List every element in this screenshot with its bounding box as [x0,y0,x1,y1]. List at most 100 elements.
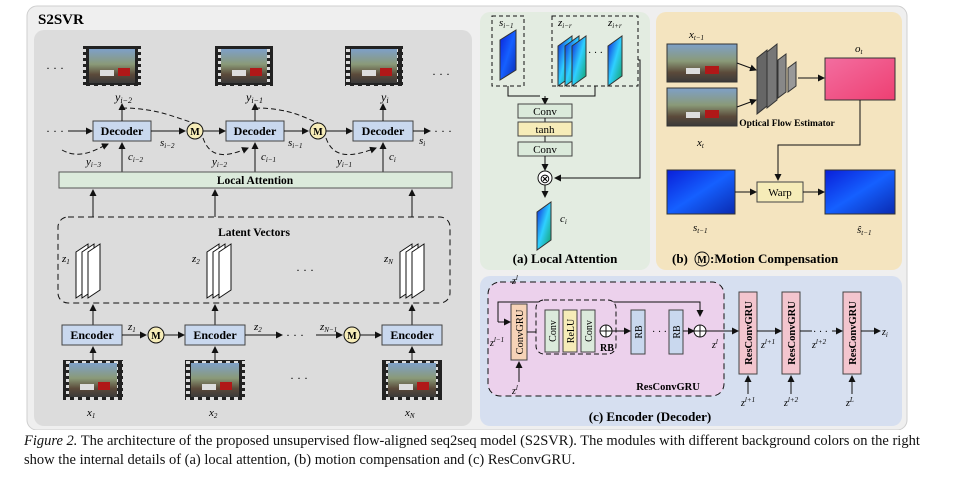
dots-latent: · · · [296,263,314,277]
label-z-1-enc: z1 [127,321,136,334]
input-frame-n [382,360,442,400]
enc-convgru: ConvGRU [510,303,528,361]
label-s-i1: si−1 [288,137,302,150]
dots-decoder-left: · · · [46,124,64,138]
enc-label-hL: zL [845,396,854,409]
input-frame-1 [63,360,123,400]
la-conv2: Conv [517,141,573,157]
figure-caption: Figure 2. The architecture of the propos… [24,432,954,470]
svg-text::Motion Compensation: :Motion Compensation [710,251,839,266]
svg-text:RB: RB [634,325,645,339]
figure-caption-text: The architecture of the proposed unsuper… [24,433,920,468]
la-s-feature [499,29,517,81]
svg-text:ResConvGRU: ResConvGRU [787,301,798,365]
svg-text:(b): (b) [672,251,688,266]
label-y-i1: yi−1 [245,90,263,105]
decoder-label-3: Decoder [362,124,405,138]
la-tanh: tanh [517,121,573,137]
label-z-2-enc: z2 [253,321,262,334]
label-c-i: ci [389,151,396,164]
enc-label-z-a: zl+1 [760,338,775,351]
label-c-i1: ci−1 [261,151,276,164]
enc-label-z-in: zl−1 [489,336,504,349]
svg-text:Conv: Conv [533,144,557,156]
latent-vectors-box [57,216,451,304]
la-caption: (a) Local Attention [513,251,618,266]
la-c-feature [536,201,552,251]
mc-flow-map [824,57,896,101]
svg-text:M: M [313,127,323,138]
svg-text:M: M [347,331,357,342]
latent-stack-n [399,243,425,299]
svg-text:RB: RB [672,325,683,339]
enc-label-h1: zl+1 [740,396,755,409]
enc-label-h2: zl+2 [783,396,799,409]
mc-label-x-t: xt [696,137,705,150]
svg-text:Warp: Warp [768,187,792,199]
label-s-i: si [419,135,425,148]
label-y-i2: yi−2 [114,90,132,105]
enc-resconvgru-label: ResConvGRU [636,382,700,393]
enc-label-z-i: zl [711,338,718,351]
svg-text:ResConvGRU: ResConvGRU [848,301,859,365]
enc-dots: · · · [652,327,667,338]
motion-node-encoder-2: M [343,326,361,344]
enc-rb-inner-label: RB [600,343,614,354]
la-label-z-ir: zi−r [557,17,572,30]
mc-label-o-t: ot [855,43,864,56]
encoder-block-2: Encoder [184,324,246,346]
enc-conv-a: Conv [544,309,560,353]
dots-top-right: · · · [432,67,450,81]
mc-label-s-t1: st−1 [693,222,707,235]
encoder-block-3: Encoder [381,324,443,346]
motion-node-decoder-1: M [186,122,204,140]
svg-text:ReLU: ReLU [566,318,577,343]
mc-frame-t [666,87,738,127]
local-attention-label: Local Attention [217,175,294,187]
enc-label-z-b: zl+2 [811,338,827,351]
la-label-s: si−1 [499,17,513,30]
mc-label-x-t1: xt−1 [688,29,704,42]
dots-decoder-right: · · · [434,124,452,138]
mc-feature-s [666,169,736,215]
input-frame-2 [185,360,245,400]
enc-rb-1: RB [630,309,646,355]
enc-caption: (c) Encoder (Decoder) [589,409,712,424]
output-frame-1 [83,46,141,86]
decoder-block-2: Decoder [225,120,285,142]
dots-input: · · · [290,371,308,385]
enc-add-node-2 [693,324,707,338]
motion-node-decoder-2: M [309,122,327,140]
enc-stack-gru-2: ResConvGRU [781,291,801,375]
svg-text:Conv: Conv [584,320,595,342]
label-y-i3: yi−3 [85,156,102,169]
enc-label-z-mid: zl [511,384,518,397]
enc-stack-gru-3: ResConvGRU [842,291,862,375]
dots-encoder: · · · [286,328,304,342]
latent-stack-2 [206,243,232,299]
enc-stack-dots: · · · [813,327,828,338]
decoder-block-3: Decoder [352,120,414,142]
mc-frame-t1 [666,43,738,83]
encoder-label-2: Encoder [193,328,237,342]
enc-stack-gru-1: ResConvGRU [738,291,758,375]
architecture-diagram: S2SVR · · · · · · yi−2 yi−1 yi · · · Dec… [26,5,908,430]
label-s-i2: si−2 [160,137,175,150]
la-s-box [491,15,525,87]
enc-conv-b: Conv [580,309,596,353]
label-x-2: x2 [208,407,218,420]
motion-node-encoder-1: M [147,326,165,344]
svg-text:M: M [190,127,200,138]
la-multiply-node: ⊗ [537,170,553,186]
enc-rb-2: RB [668,309,684,355]
mc-flow-network [756,42,797,116]
svg-text:Conv: Conv [533,106,557,118]
enc-relu: ReLU [562,309,578,353]
label-z-n1-enc: zN−1 [319,321,337,334]
encoder-label-1: Encoder [70,328,114,342]
output-frame-3 [345,46,403,86]
label-c-i2: ci−2 [128,151,144,164]
figure-label: Figure 2. [24,433,78,449]
svg-text:⊗: ⊗ [540,171,551,186]
svg-text:tanh: tanh [536,124,555,136]
